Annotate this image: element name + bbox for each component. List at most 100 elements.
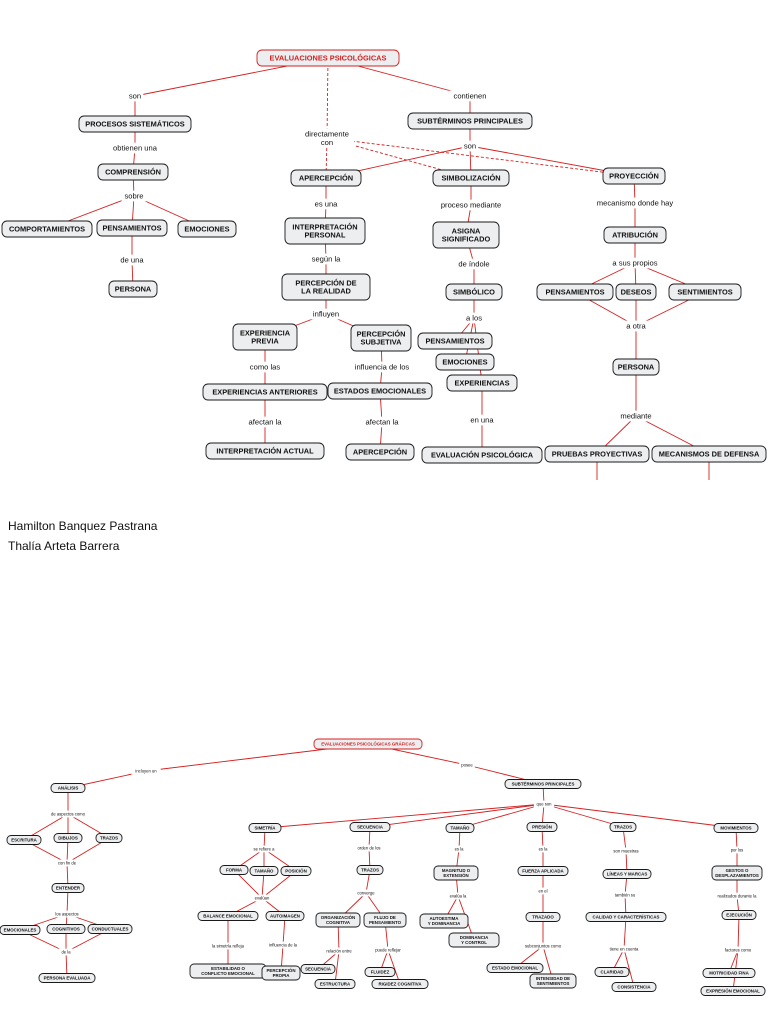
link-label: factores como xyxy=(725,947,752,952)
concept-box xyxy=(432,169,510,187)
link-label: de una xyxy=(120,256,144,265)
concept-label: PROYECCIÓN xyxy=(609,172,659,181)
concept-label: TRAZADO xyxy=(532,915,554,920)
root-concept: EVALUACIONES PSICOLÓGICAS GRÁFICAS xyxy=(313,738,423,750)
concept-node: PROCESOS SISTEMÁTICOS xyxy=(78,115,192,133)
concept-node: RIGIDEZ COGNITIVA xyxy=(371,979,429,989)
concept-box xyxy=(433,865,479,881)
link-label-bg xyxy=(461,140,479,152)
link-label: afectan la xyxy=(249,418,283,427)
concept-label: EVALUACIÓN PSICOLÓGICA xyxy=(431,451,534,460)
concept-node: COMPRENSIÓN xyxy=(97,163,169,181)
connector-line xyxy=(737,914,740,951)
link-label: obtienen una xyxy=(113,144,158,153)
connector-line xyxy=(459,803,545,829)
connector-line xyxy=(326,57,329,139)
concept-node: EXPERIENCIAS xyxy=(446,374,518,392)
link-label: son xyxy=(464,142,476,151)
concept-box xyxy=(486,963,544,973)
link-label: mecanismo donde hay xyxy=(597,199,674,208)
concept-label: PENSAMIENTOS xyxy=(546,288,605,297)
connector-line xyxy=(387,949,401,985)
concept-box xyxy=(421,446,543,464)
link-label-bg xyxy=(47,810,89,818)
link-label-bg xyxy=(604,945,644,953)
concept-box xyxy=(602,869,652,879)
concept-label: TRAZOS xyxy=(614,825,632,830)
concept-node: FORMA xyxy=(219,865,249,875)
link-label-bg xyxy=(251,894,273,902)
link-label: influyen xyxy=(313,310,339,319)
concept-box xyxy=(327,382,433,400)
concept-box xyxy=(0,925,41,935)
concept-node: CLARIDAD xyxy=(594,967,630,977)
link-label: puede reflejar xyxy=(375,947,401,952)
link-label: son muestras xyxy=(613,848,638,853)
concept-node: APERCEPCIÓN xyxy=(290,169,362,187)
concept-box xyxy=(445,823,475,833)
link-label-bg xyxy=(605,257,665,269)
link-label-bg xyxy=(535,845,551,853)
link-label-bg xyxy=(299,128,355,148)
concept-node: POSICIÓN xyxy=(280,866,312,876)
concept-label: TRAZOS xyxy=(361,868,379,873)
link-label: que son xyxy=(537,801,553,806)
concept-node: INTERPRETACIÓN ACTUAL xyxy=(205,442,325,460)
concept-label: EVALUACIONES PSICOLÓGICAS GRÁFICAS xyxy=(321,742,415,747)
authors-block: Hamilton Banquez Pastrana Thalía Arteta … xyxy=(8,516,157,556)
concept-box xyxy=(202,383,328,401)
concept-box xyxy=(536,283,614,301)
concept-label: EXPERIENCIAS ANTERIORES xyxy=(212,388,317,397)
concept-node: AUTOIMAGEN xyxy=(265,911,305,921)
link-label-bg xyxy=(533,800,555,808)
link-label-bg xyxy=(307,253,345,265)
concept-node: TRAZOS xyxy=(356,865,384,875)
link-label-bg xyxy=(449,90,491,102)
link-label: de índole xyxy=(458,260,489,269)
concept-label: RIGIDEZ COGNITIVA xyxy=(378,982,422,987)
concept-node: SENTIMIENTOS xyxy=(668,283,742,301)
concept-box xyxy=(97,163,169,181)
link-label: afectan la xyxy=(366,418,400,427)
connector-line xyxy=(543,803,737,829)
link-label-bg xyxy=(467,414,497,426)
concept-label: COGNITIVOS xyxy=(52,927,80,932)
concept-node: PROYECCIÓN xyxy=(602,167,666,185)
concept-label: CLARIDAD xyxy=(601,970,624,975)
concept-label: PROCESOS SISTEMÁTICOS xyxy=(85,120,184,129)
link-label-bg xyxy=(307,308,345,320)
link-label: converge xyxy=(357,890,375,895)
link-label: evalúan xyxy=(255,895,270,900)
link-label-bg xyxy=(311,198,341,210)
concept-label: SIMETRÍA xyxy=(255,826,277,831)
concept-node: TRAZADO xyxy=(525,912,561,922)
concept-label: PRESIÓN xyxy=(532,825,552,830)
link-label: influencia de la xyxy=(269,942,298,947)
link-label: orden de los xyxy=(357,845,380,850)
concept-node: MOVIMIENTOS xyxy=(713,823,759,833)
link-label: subconjuntos como xyxy=(525,943,562,948)
link-label-bg xyxy=(204,942,252,950)
concept-node: COMPORTAMIENTOS xyxy=(1,220,93,238)
concept-label: APERCEPCIÓN xyxy=(299,174,353,183)
concept-box xyxy=(219,865,249,875)
concept-label: MECANISMOS DE DEFENSA xyxy=(659,450,760,459)
concept-node: TAMAÑO xyxy=(445,823,475,833)
connector-line xyxy=(264,803,545,829)
concept-node: CONDUCTUALES xyxy=(87,924,133,934)
concept-label: ESTADOS EMOCIONALES xyxy=(334,387,426,396)
link-label: de aspectos como xyxy=(51,811,86,816)
concept-box xyxy=(232,323,298,351)
concept-box xyxy=(46,924,86,934)
link-label-bg xyxy=(435,199,507,211)
link-label-bg xyxy=(593,197,677,209)
author-name: Hamilton Banquez Pastrana xyxy=(8,519,158,533)
concept-label: SUBTÉRMINOS PRINCIPALES xyxy=(417,117,523,126)
